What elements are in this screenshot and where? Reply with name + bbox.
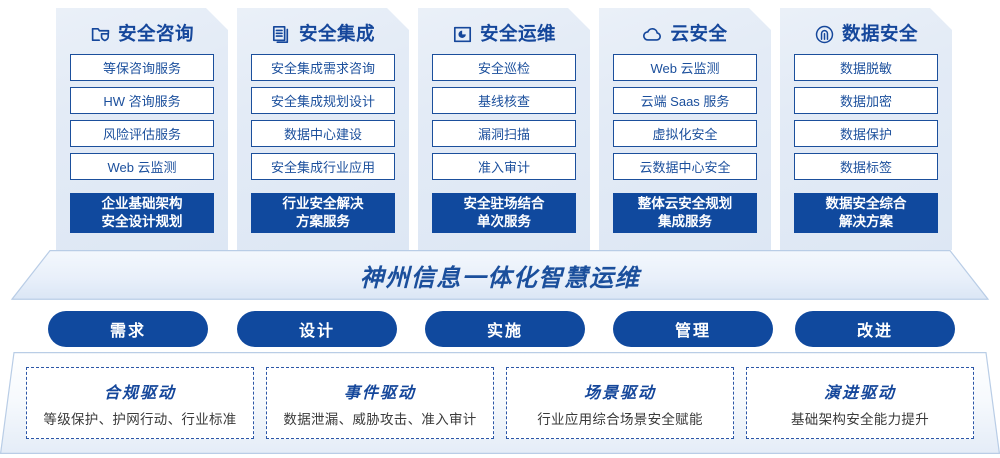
documents-copy-icon (271, 24, 292, 45)
column-header: 数据安全 (780, 8, 952, 54)
column-items: 等保咨询服务 HW 咨询服务 风险评估服务 Web 云监测 企业基础架构 安全设… (56, 54, 228, 233)
service-column-data-security[interactable]: 数据安全 数据脱敏 数据加密 数据保护 数据标签 数据安全综合 解决方案 (780, 8, 952, 250)
column-title: 安全运维 (479, 22, 556, 44)
driver-subtitle: 数据泄漏、威胁攻击、准入审计 (283, 411, 477, 427)
chart-box-icon (452, 24, 473, 45)
primary-line-2: 单次服务 (477, 214, 531, 229)
service-item[interactable]: 数据中心建设 (251, 120, 395, 147)
stage-pill-management[interactable]: 管理 (613, 311, 773, 347)
fingerprint-icon (814, 24, 835, 45)
driver-subtitle: 等级保护、护网行动、行业标准 (43, 411, 237, 427)
primary-line-1: 行业安全解决 (282, 195, 364, 211)
driver-card-scenario[interactable]: 场景驱动 行业应用综合场景安全赋能 (506, 367, 734, 439)
service-item[interactable]: 云端 Saas 服务 (613, 87, 757, 114)
service-item-primary[interactable]: 安全驻场结合 单次服务 (432, 193, 576, 233)
primary-line-2: 安全设计规划 (101, 214, 183, 229)
service-item[interactable]: 云数据中心安全 (613, 153, 757, 180)
column-title: 安全集成 (298, 22, 375, 44)
column-items: 安全集成需求咨询 安全集成规划设计 数据中心建设 安全集成行业应用 行业安全解决… (237, 54, 409, 233)
service-item[interactable]: 安全集成行业应用 (251, 153, 395, 180)
column-title: 数据安全 (841, 22, 918, 44)
primary-line-1: 数据安全综合 (825, 195, 907, 211)
driver-subtitle: 基础架构安全能力提升 (791, 411, 929, 427)
column-items: 安全巡检 基线核查 漏洞扫描 准入审计 安全驻场结合 单次服务 (418, 54, 590, 233)
primary-line-2: 集成服务 (658, 214, 712, 229)
primary-line-1: 企业基础架构 (101, 195, 183, 211)
column-header: 安全集成 (237, 8, 409, 54)
driver-title: 场景驱动 (583, 384, 656, 402)
banner-shape (12, 250, 988, 300)
service-columns: 安全咨询 等保咨询服务 HW 咨询服务 风险评估服务 Web 云监测 企业基础架… (0, 0, 1000, 256)
service-column-security-operations[interactable]: 安全运维 安全巡检 基线核查 漏洞扫描 准入审计 安全驻场结合 单次服务 (418, 8, 590, 250)
service-item[interactable]: 基线核查 (432, 87, 576, 114)
primary-line-2: 解决方案 (839, 214, 893, 229)
service-item[interactable]: 漏洞扫描 (432, 120, 576, 147)
service-item[interactable]: Web 云监测 (70, 153, 214, 180)
service-item-primary[interactable]: 整体云安全规划 集成服务 (613, 193, 757, 233)
cloud-icon (642, 24, 663, 45)
service-item[interactable]: HW 咨询服务 (70, 87, 214, 114)
stage-pill-improvement[interactable]: 改进 (795, 311, 955, 347)
primary-line-2: 方案服务 (296, 214, 350, 229)
column-header: 云安全 (599, 8, 771, 54)
service-item[interactable]: 等保咨询服务 (70, 54, 214, 81)
service-column-cloud-security[interactable]: 云安全 Web 云监测 云端 Saas 服务 虚拟化安全 云数据中心安全 整体云… (599, 8, 771, 250)
stage-pill-design[interactable]: 设计 (237, 311, 397, 347)
service-item[interactable]: 安全集成需求咨询 (251, 54, 395, 81)
driver-card-incident[interactable]: 事件驱动 数据泄漏、威胁攻击、准入审计 (266, 367, 494, 439)
driver-title: 事件驱动 (343, 384, 416, 402)
stage-pill-demand[interactable]: 需求 (48, 311, 208, 347)
service-item-primary[interactable]: 数据安全综合 解决方案 (794, 193, 938, 233)
banner-outline (10, 250, 990, 300)
primary-line-1: 安全驻场结合 (463, 195, 545, 211)
driver-title: 合规驱动 (103, 384, 176, 402)
service-item-primary[interactable]: 行业安全解决 方案服务 (251, 193, 395, 233)
service-item[interactable]: 数据脱敏 (794, 54, 938, 81)
service-item[interactable]: 安全巡检 (432, 54, 576, 81)
service-item[interactable]: 风险评估服务 (70, 120, 214, 147)
primary-line-1: 整体云安全规划 (637, 195, 733, 211)
driver-subtitle: 行业应用综合场景安全赋能 (537, 411, 703, 427)
driver-card-evolution[interactable]: 演进驱动 基础架构安全能力提升 (746, 367, 974, 439)
column-title: 云安全 (670, 22, 728, 44)
drivers-list: 合规驱动 等级保护、护网行动、行业标准 事件驱动 数据泄漏、威胁攻击、准入审计 … (0, 352, 1000, 454)
service-item[interactable]: 数据保护 (794, 120, 938, 147)
service-item[interactable]: 虚拟化安全 (613, 120, 757, 147)
driver-title: 演进驱动 (823, 384, 896, 402)
drivers-outline (0, 352, 1000, 454)
column-header: 安全咨询 (56, 8, 228, 54)
column-header: 安全运维 (418, 8, 590, 54)
column-items: Web 云监测 云端 Saas 服务 虚拟化安全 云数据中心安全 整体云安全规划… (599, 54, 771, 233)
service-item[interactable]: 数据标签 (794, 153, 938, 180)
platform-banner: 神州信息一体化智慧运维 (0, 250, 1000, 300)
drivers-section: 合规驱动 等级保护、护网行动、行业标准 事件驱动 数据泄漏、威胁攻击、准入审计 … (0, 352, 1000, 454)
folder-shield-icon (90, 24, 111, 45)
stage-pill-implementation[interactable]: 实施 (425, 311, 585, 347)
service-column-security-integration[interactable]: 安全集成 安全集成需求咨询 安全集成规划设计 数据中心建设 安全集成行业应用 行… (237, 8, 409, 250)
service-item[interactable]: Web 云监测 (613, 54, 757, 81)
lifecycle-stages: 需求 设计 实施 管理 改进 (0, 311, 1000, 347)
service-item[interactable]: 安全集成规划设计 (251, 87, 395, 114)
column-items: 数据脱敏 数据加密 数据保护 数据标签 数据安全综合 解决方案 (780, 54, 952, 233)
service-item[interactable]: 准入审计 (432, 153, 576, 180)
driver-card-compliance[interactable]: 合规驱动 等级保护、护网行动、行业标准 (26, 367, 254, 439)
column-title: 安全咨询 (117, 22, 194, 44)
service-item-primary[interactable]: 企业基础架构 安全设计规划 (70, 193, 214, 233)
service-column-security-consulting[interactable]: 安全咨询 等保咨询服务 HW 咨询服务 风险评估服务 Web 云监测 企业基础架… (56, 8, 228, 250)
banner-title: 神州信息一体化智慧运维 (359, 264, 641, 292)
service-item[interactable]: 数据加密 (794, 87, 938, 114)
